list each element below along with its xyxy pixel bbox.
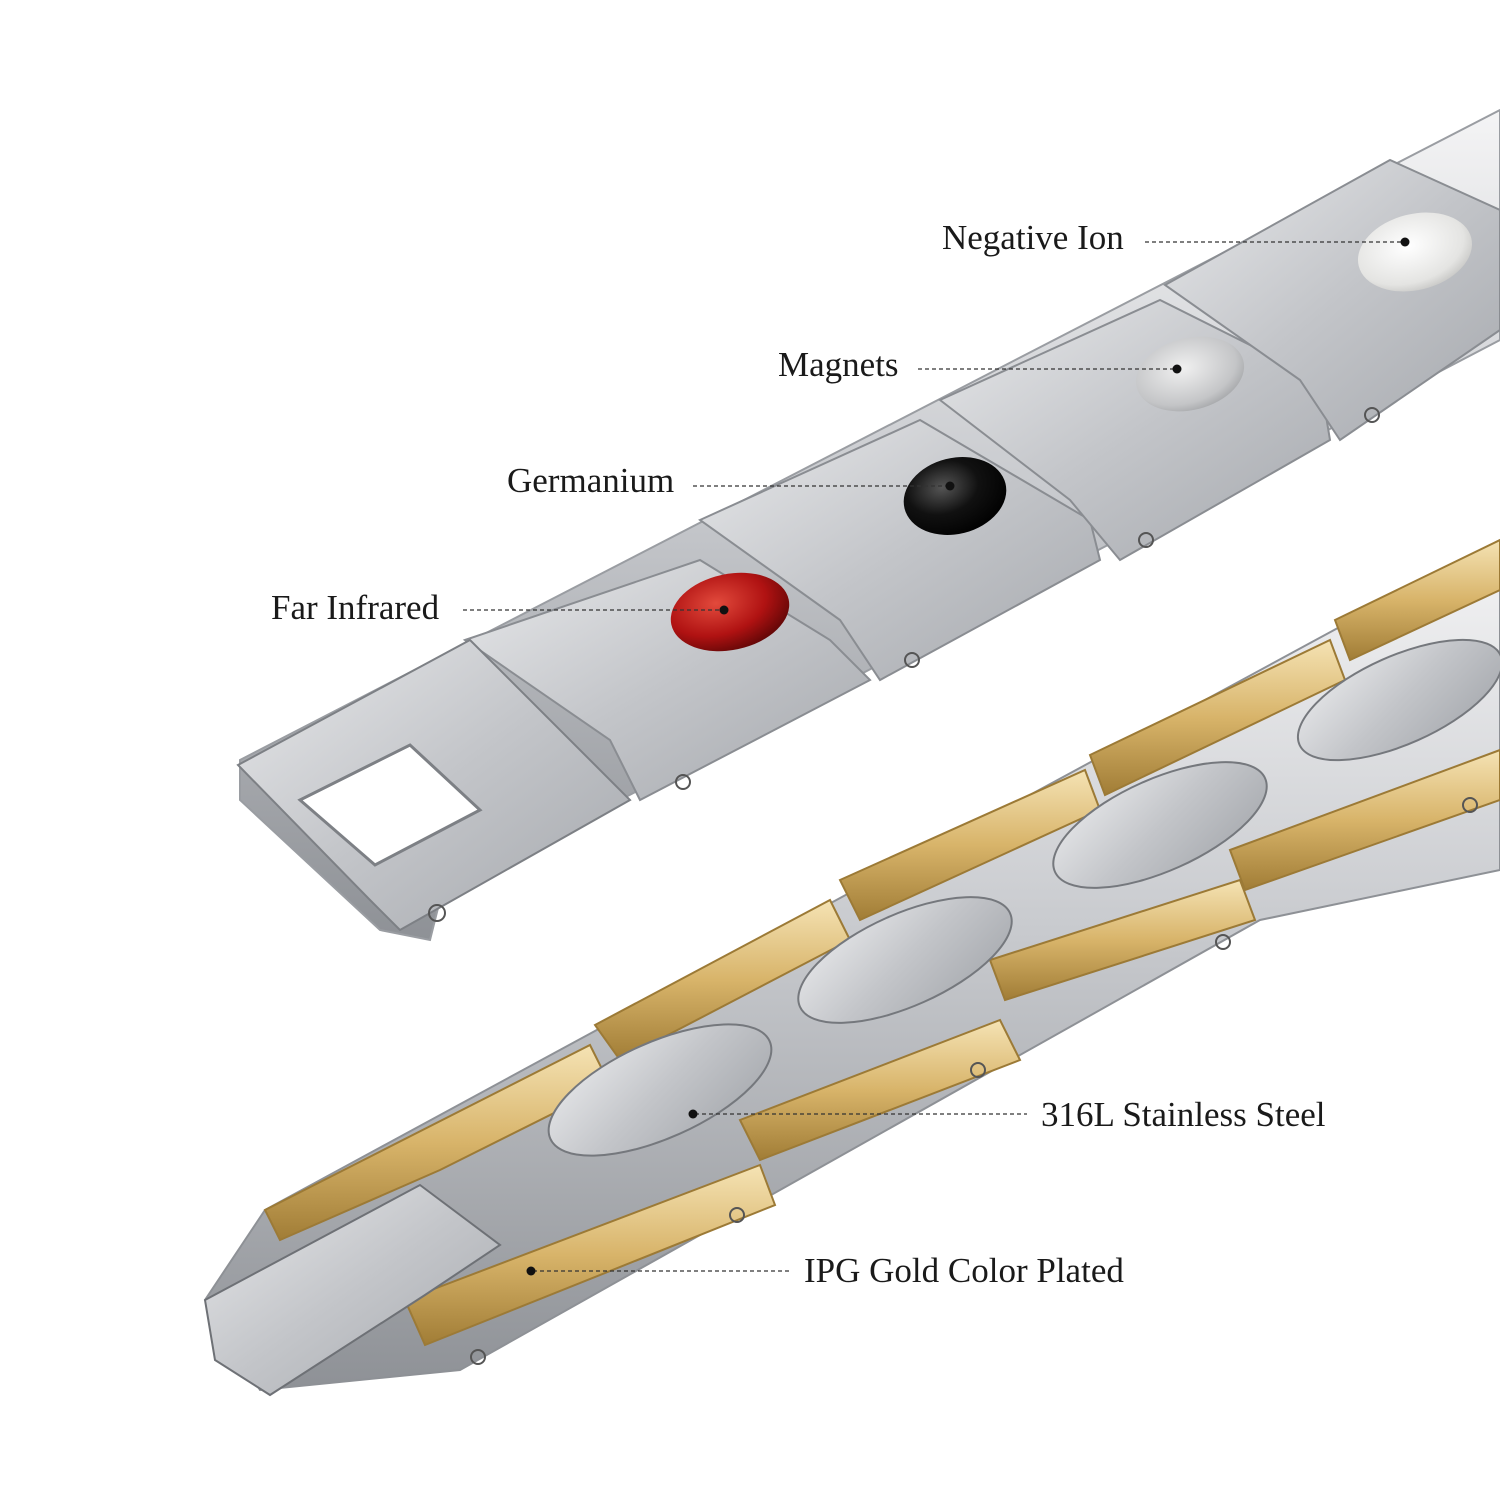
gold-rails — [263, 538, 1500, 1347]
two-tone-bracelet — [203, 538, 1500, 1397]
magnets-label: Magnets — [778, 345, 899, 384]
germanium-stone — [903, 457, 1007, 535]
silver-bracelet — [236, 108, 1500, 942]
silver-clasp — [236, 407, 1380, 932]
stainless-steel-label: 316L Stainless Steel — [1041, 1095, 1326, 1134]
germanium-label: Germanium — [507, 461, 675, 500]
magnet-stone — [1135, 336, 1245, 412]
far-infrared-stone — [670, 572, 790, 652]
leader-lines — [463, 237, 1410, 1276]
far-infrared-label: Far Infrared — [271, 588, 440, 627]
negative-ion-stone — [1357, 212, 1473, 292]
steel-ovals — [547, 638, 1500, 1157]
gold-plated-label: IPG Gold Color Plated — [804, 1251, 1124, 1290]
negative-ion-label: Negative Ion — [942, 218, 1124, 257]
fold-clasp — [203, 1183, 502, 1397]
